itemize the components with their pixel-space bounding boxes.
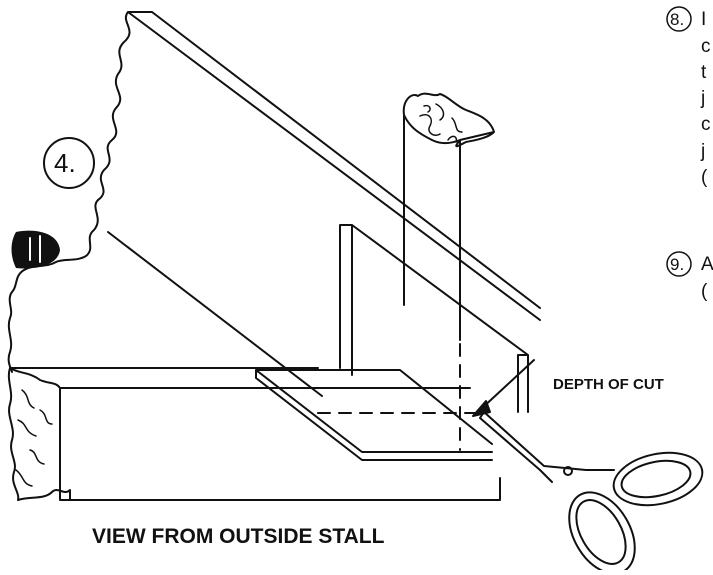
divider-panel — [339, 224, 529, 413]
step-4-number: 4. — [54, 148, 76, 178]
cut-guide-lines — [317, 259, 479, 451]
depth-pointer — [479, 359, 535, 411]
floor-slab-grain — [15, 389, 53, 487]
step-8-fragment-2: c — [701, 36, 711, 57]
depth-of-cut-label: DEPTH OF CUT — [553, 376, 664, 393]
wood-post-grain — [419, 103, 463, 143]
depth-pointer-head — [472, 400, 491, 417]
step-8-fragment-3: t — [701, 62, 707, 83]
step-8-circle — [666, 6, 692, 32]
wall-panel — [7, 11, 541, 373]
step-8-fragment-1: I — [701, 9, 706, 30]
floor-slab — [7, 367, 501, 501]
step-8-fragment-4: j — [700, 88, 705, 109]
template-plate — [255, 369, 493, 461]
step-4-circle — [43, 137, 95, 189]
step-9-circle — [666, 251, 692, 277]
step-9-fragment-1: A — [701, 254, 713, 275]
view-caption: VIEW FROM OUTSIDE STALL — [92, 525, 385, 548]
scissors-icon — [479, 411, 704, 575]
step-9-number: 9. — [670, 255, 684, 274]
step-8-number: 8. — [670, 10, 684, 29]
wood-post — [402, 92, 495, 341]
step-8-fragment-5: c — [701, 114, 711, 135]
step-8-fragment-7: ( — [701, 167, 708, 188]
part-marker — [11, 230, 60, 269]
step-9-fragment-2: ( — [701, 281, 708, 302]
wall-diagonal — [107, 231, 323, 397]
step-8-fragment-6: j — [700, 141, 705, 162]
